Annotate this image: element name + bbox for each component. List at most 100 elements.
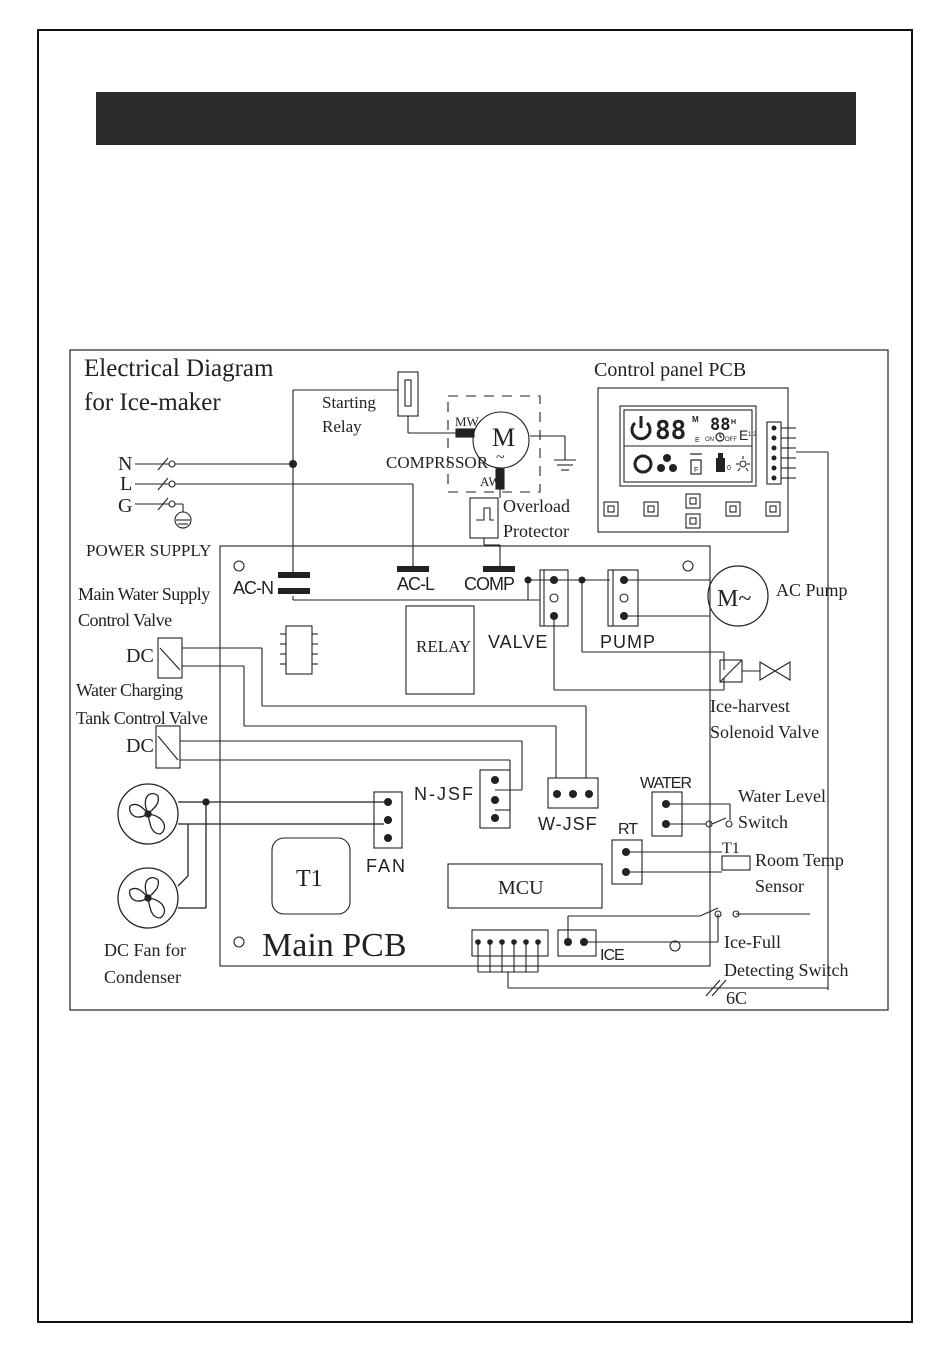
power-icon xyxy=(630,416,652,441)
fan-icon xyxy=(657,454,677,472)
main-valve-label-1: Main Water Supply xyxy=(78,584,210,604)
display-zero: 0 xyxy=(727,465,731,472)
compressor xyxy=(447,395,576,498)
compressor-symbol: M xyxy=(492,423,515,452)
display-digits-1: 88 xyxy=(655,416,686,446)
main-pcb-board xyxy=(219,545,711,967)
pump-connector xyxy=(607,569,710,627)
six-pin-header xyxy=(471,929,828,997)
water-drop-icon xyxy=(633,454,653,474)
dc-fan-icon xyxy=(117,783,384,929)
compressor-aw: AW xyxy=(480,474,501,489)
room-temp-label-1: Room Temp xyxy=(755,850,844,870)
control-panel-pcb xyxy=(597,387,829,990)
fan-label: FAN xyxy=(366,856,407,876)
compressor-label: COMPRSSOR xyxy=(386,453,489,472)
diagram-title-line2: for Ice-maker xyxy=(84,389,221,416)
solenoid-label-2: Solenoid Valve xyxy=(710,722,819,742)
ice-label: ICE xyxy=(600,947,624,964)
neutral-wiring xyxy=(288,389,540,601)
title-bar xyxy=(96,92,856,145)
power-connectors xyxy=(278,566,515,594)
n-jsf-label: N-JSF xyxy=(414,784,475,804)
ac-pump-label: AC Pump xyxy=(776,580,848,600)
diagram-title-line1: Electrical Diagram xyxy=(84,355,274,382)
main-pcb-label: Main PCB xyxy=(262,927,407,964)
clock-icon xyxy=(715,432,725,442)
display-h: H xyxy=(731,419,736,426)
ac-pump-motor xyxy=(707,565,769,627)
water-label: WATER xyxy=(640,775,691,792)
control-panel-label: Control panel PCB xyxy=(594,359,746,381)
w-jsf-connector xyxy=(547,777,599,809)
rt-connector xyxy=(611,839,751,885)
pump-label: PUMP xyxy=(600,632,656,652)
tank-valve-dc: DC xyxy=(126,735,154,757)
overload-label-1: Overload xyxy=(503,496,570,516)
valve-connector xyxy=(524,569,725,691)
overload-protector xyxy=(469,497,501,566)
dc-fan-label-1: DC Fan for xyxy=(104,940,186,960)
main-valve-label-2: Control Valve xyxy=(78,610,172,630)
water-connector xyxy=(651,791,733,837)
starting-relay-label-2: Relay xyxy=(322,417,362,436)
tank-valve-label-2: Tank Control Valve xyxy=(76,708,208,728)
tank-valve-label-1: Water Charging xyxy=(76,680,183,700)
room-temp-t1: T1 xyxy=(722,840,740,857)
main-valve-symbol xyxy=(157,637,587,778)
solenoid-label-1: Ice-harvest xyxy=(710,696,790,716)
t1-component xyxy=(271,837,351,915)
ice-full-label-1: Ice-Full xyxy=(724,932,781,952)
power-n-label: N xyxy=(118,453,132,475)
rt-label: RT xyxy=(618,821,638,838)
compressor-tilde: ~ xyxy=(496,449,505,466)
w-jsf-label: W-JSF xyxy=(538,814,598,834)
bottle-icon xyxy=(716,453,725,472)
solenoid-valve-symbol xyxy=(719,659,791,683)
room-temp-label-2: Sensor xyxy=(755,876,804,896)
starting-relay-label-1: Starting xyxy=(322,393,376,412)
display-on: ON xyxy=(705,437,714,443)
comp-label: COMP xyxy=(464,574,515,594)
relay-box xyxy=(405,605,475,695)
ic-chip xyxy=(280,625,318,675)
page-frame xyxy=(37,29,913,1323)
water-level-label-1: Water Level xyxy=(738,786,826,806)
display-off: OFF xyxy=(725,437,737,443)
overload-label-2: Protector xyxy=(503,521,569,541)
dc-fan-label-2: Condenser xyxy=(104,967,181,987)
t1-label: T1 xyxy=(296,866,323,892)
starting-relay xyxy=(397,371,456,434)
mcu-label: MCU xyxy=(498,877,544,899)
compressor-mw: MW xyxy=(455,414,480,429)
power-g-label: G xyxy=(118,495,132,517)
ac-pump-symbol: M~ xyxy=(717,586,751,612)
display-e2: E xyxy=(739,427,748,443)
display-f: F xyxy=(694,467,698,474)
ac-n-label: AC-N xyxy=(233,578,273,598)
light-icon xyxy=(736,456,750,472)
display-m: M xyxy=(692,415,699,424)
ac-l-label: AC-L xyxy=(397,574,435,594)
diagram-border xyxy=(69,349,889,1011)
ice-bucket-icon xyxy=(690,453,702,475)
control-panel-connector-pins xyxy=(771,425,777,481)
valve-label: VALVE xyxy=(488,632,548,652)
display-e: E xyxy=(695,437,700,444)
n-jsf-connector xyxy=(479,769,522,829)
six-pin-header-pins xyxy=(475,939,541,945)
ice-connector xyxy=(557,907,810,957)
water-level-label-2: Switch xyxy=(738,812,788,832)
display-digits-2: 88 xyxy=(710,415,730,435)
power-l-label: L xyxy=(120,473,132,495)
fan-connector xyxy=(373,791,403,849)
cable-6c-label: 6C xyxy=(726,988,747,1008)
main-valve-dc: DC xyxy=(126,645,154,667)
mcu-chip xyxy=(447,863,603,909)
display-one-two: 1 2 xyxy=(748,432,757,438)
power-supply-label: POWER SUPPLY xyxy=(86,541,211,560)
power-supply xyxy=(135,457,413,529)
ice-full-label-2: Detecting Switch xyxy=(724,960,848,980)
relay-label: RELAY xyxy=(416,637,471,656)
